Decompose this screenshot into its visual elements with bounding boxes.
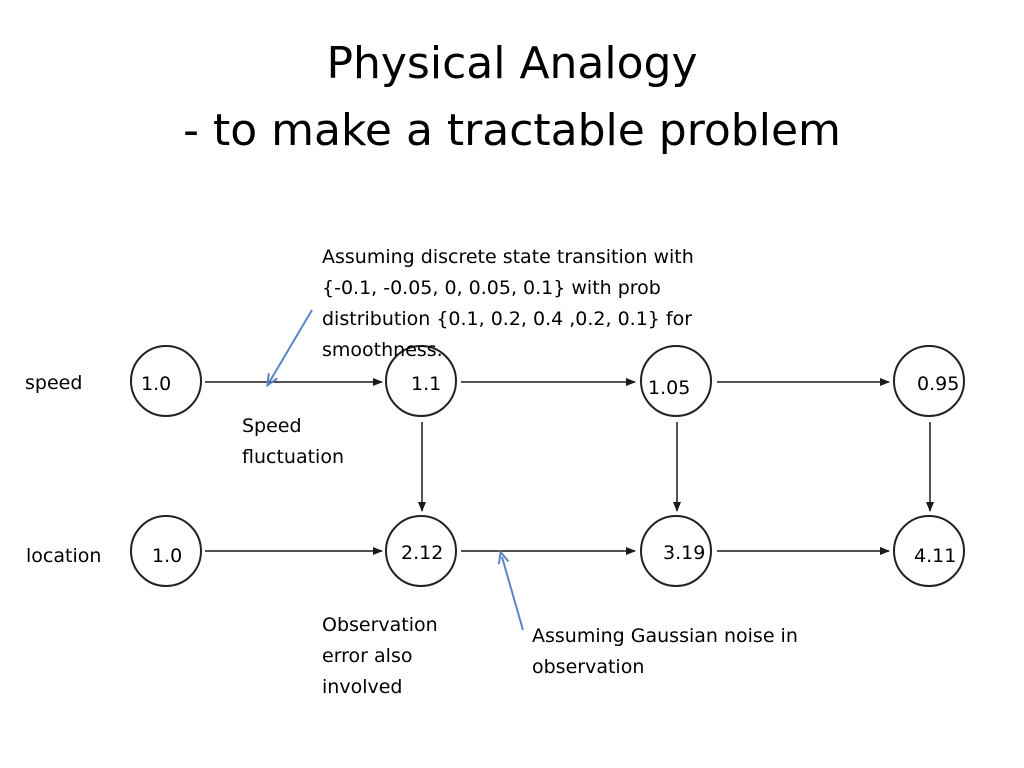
annotation-line: distribution {0.1, 0.2, 0.4 ,0.2, 0.1} f… [322, 308, 693, 330]
location-node-1: 1.0 [130, 515, 202, 587]
speed-node-3-value: 1.05 [648, 377, 691, 399]
annotation-speed-fluctuation: Speed fluctuation [242, 411, 344, 473]
annotation-line: Assuming Gaussian noise in [532, 625, 798, 647]
speed-node-1: 1.0 [130, 345, 202, 417]
speed-node-2-value: 1.1 [411, 373, 442, 395]
speed-node-3: 1.05 [640, 345, 712, 417]
location-node-4-value: 4.11 [914, 545, 957, 567]
speed-node-4-value: 0.95 [917, 373, 960, 395]
speed-node-1-value: 1.0 [141, 373, 172, 395]
annotation-observation-error: Observation error also involved [322, 610, 438, 703]
callout-arrow-gaussian [502, 557, 524, 631]
annotation-line: Observation [322, 614, 438, 636]
annotation-discrete-transition: Assuming discrete state transition with … [322, 242, 694, 366]
location-node-2-value: 2.12 [401, 542, 444, 564]
location-node-4: 4.11 [893, 515, 965, 587]
location-node-1-value: 1.0 [152, 545, 183, 567]
location-node-3-value: 3.19 [663, 542, 706, 564]
location-node-3: 3.19 [640, 515, 712, 587]
row-label-speed: speed [25, 372, 83, 394]
title-line-2: - to make a tractable problem [183, 105, 841, 156]
annotation-line: involved [322, 676, 403, 698]
speed-node-2: 1.1 [385, 345, 457, 417]
title-line-1: Physical Analogy [326, 38, 698, 89]
annotation-line: Assuming discrete state transition with [322, 246, 694, 268]
annotation-line: {-0.1, -0.05, 0, 0.05, 0.1} with prob [322, 277, 661, 299]
row-label-location: location [26, 545, 102, 567]
callout-arrow-transition [270, 309, 313, 381]
annotation-gaussian-noise: Assuming Gaussian noise in observation [532, 621, 798, 683]
location-node-2: 2.12 [385, 515, 457, 587]
annotation-line: error also [322, 645, 413, 667]
annotation-line: observation [532, 656, 645, 678]
annotation-line: Speed [242, 415, 302, 437]
speed-node-4: 0.95 [893, 345, 965, 417]
annotation-line: fluctuation [242, 446, 344, 468]
annotation-line: smoothness. [322, 339, 443, 361]
